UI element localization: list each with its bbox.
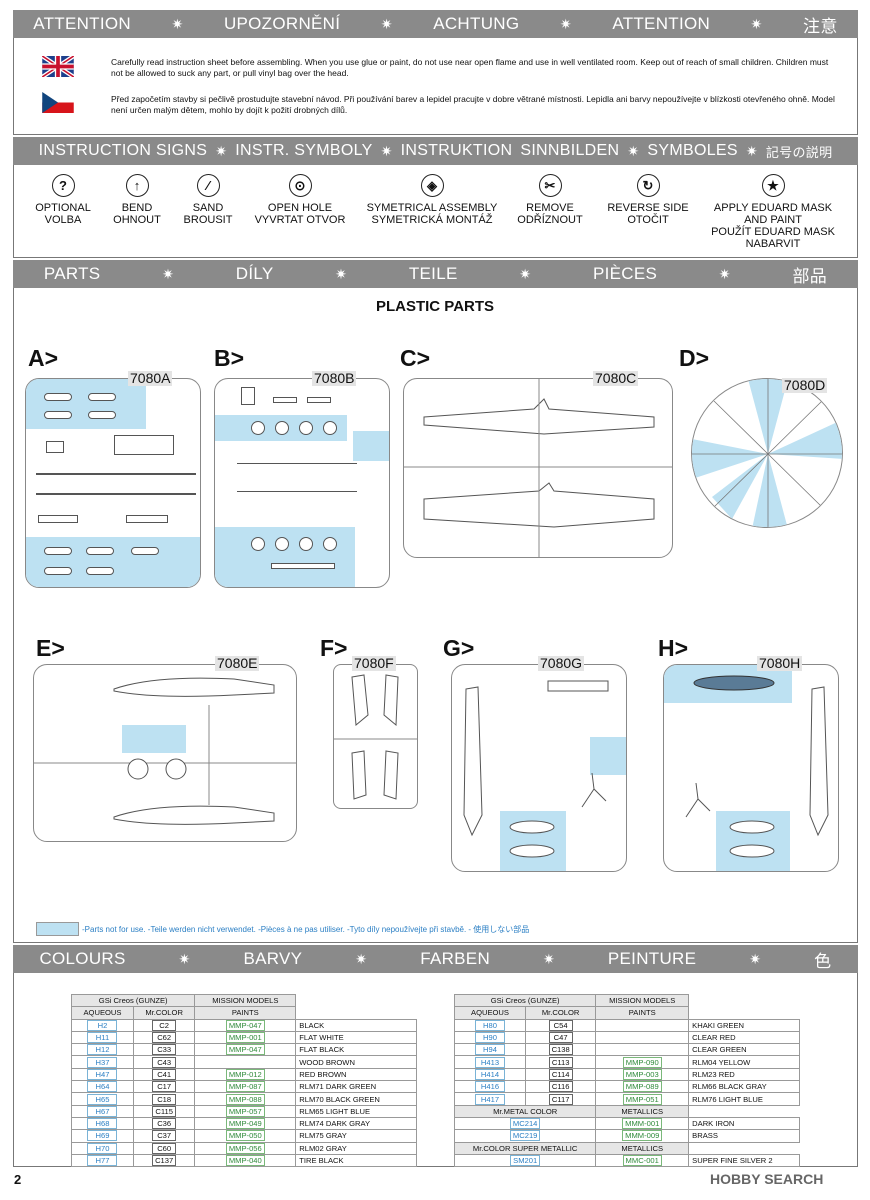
sprue-d-code: 7080D — [782, 377, 828, 393]
sand-icon: ⁄ — [196, 174, 220, 197]
sprue-h-code: 7080H — [757, 655, 803, 671]
not-for-use-swatch — [36, 922, 79, 936]
sprue-d — [691, 378, 843, 528]
warning-cz: Před započetím stavby si pečlivě prostud… — [111, 94, 835, 115]
sprue-a — [25, 378, 201, 588]
tail-parts-drawing-h — [685, 675, 829, 858]
sprue-h-label: H> — [658, 635, 689, 661]
sprue-h — [663, 664, 839, 872]
remove-icon: ✂ — [538, 174, 562, 197]
question-icon: ? — [51, 174, 75, 197]
reverse-icon: ↻ — [636, 174, 660, 197]
sprue-g-label: G> — [443, 635, 475, 661]
sprue-e — [33, 664, 297, 842]
sprue-c-label: C> — [400, 345, 431, 371]
bend-arrow-icon: ↑ — [125, 174, 149, 197]
symmetrical-icon: ◈ — [420, 174, 444, 197]
warning-en: Carefully read instruction sheet before … — [111, 57, 829, 78]
attention-bar: ATTENTION✷ UPOZORNĚNÍ✷ ACHTUNG✷ ATTENTIO… — [13, 10, 858, 38]
sprue-e-code: 7080E — [215, 655, 260, 671]
sprue-c — [403, 378, 673, 558]
sprue-b-code: 7080B — [312, 370, 357, 386]
uk-flag-icon — [42, 56, 74, 77]
sprue-a-label: A> — [28, 345, 59, 371]
wing-parts-drawing — [404, 379, 672, 557]
fuselage-parts-drawing — [34, 677, 296, 825]
tail-parts-drawing — [463, 680, 609, 858]
sprue-f-label: F> — [320, 635, 348, 661]
sprue-e-label: E> — [36, 635, 65, 661]
sprue-b — [214, 378, 390, 588]
sprue-a-code: 7080A — [128, 370, 173, 386]
page-number: 2 — [14, 1172, 22, 1187]
mask-icon: ★ — [761, 174, 785, 197]
sprue-b-label: B> — [214, 345, 245, 371]
plastic-parts-title: PLASTIC PARTS — [375, 298, 495, 315]
sprue-g-code: 7080G — [538, 655, 585, 671]
parts-bar: PARTS✷ DÍLY✷ TEILE✷ PIÈCES✷ 部品 — [13, 260, 858, 288]
sprue-c-code: 7080C — [593, 370, 639, 386]
colours-bar: COLOURS✷ BARVY✷ FARBEN✷ PEINTURE✷ 色 — [13, 945, 858, 973]
sprue-d-label: D> — [679, 345, 710, 371]
canopy-parts-drawing — [334, 674, 417, 800]
not-for-use-text: -Parts not for use. -Teile werden nicht … — [82, 925, 530, 934]
instruction-bar: INSTRUCTION SIGNS✷ INSTR. SYMBOLY✷ INSTR… — [13, 137, 858, 165]
sprue-g — [451, 664, 627, 872]
open-hole-icon: ⊙ — [288, 174, 312, 197]
watermark: HOBBY SEARCH — [710, 1171, 824, 1187]
sprue-f-code: 7080F — [352, 655, 396, 671]
sprue-f — [333, 664, 418, 809]
radial-parts-drawing — [692, 379, 842, 527]
cz-flag-icon — [42, 92, 74, 113]
